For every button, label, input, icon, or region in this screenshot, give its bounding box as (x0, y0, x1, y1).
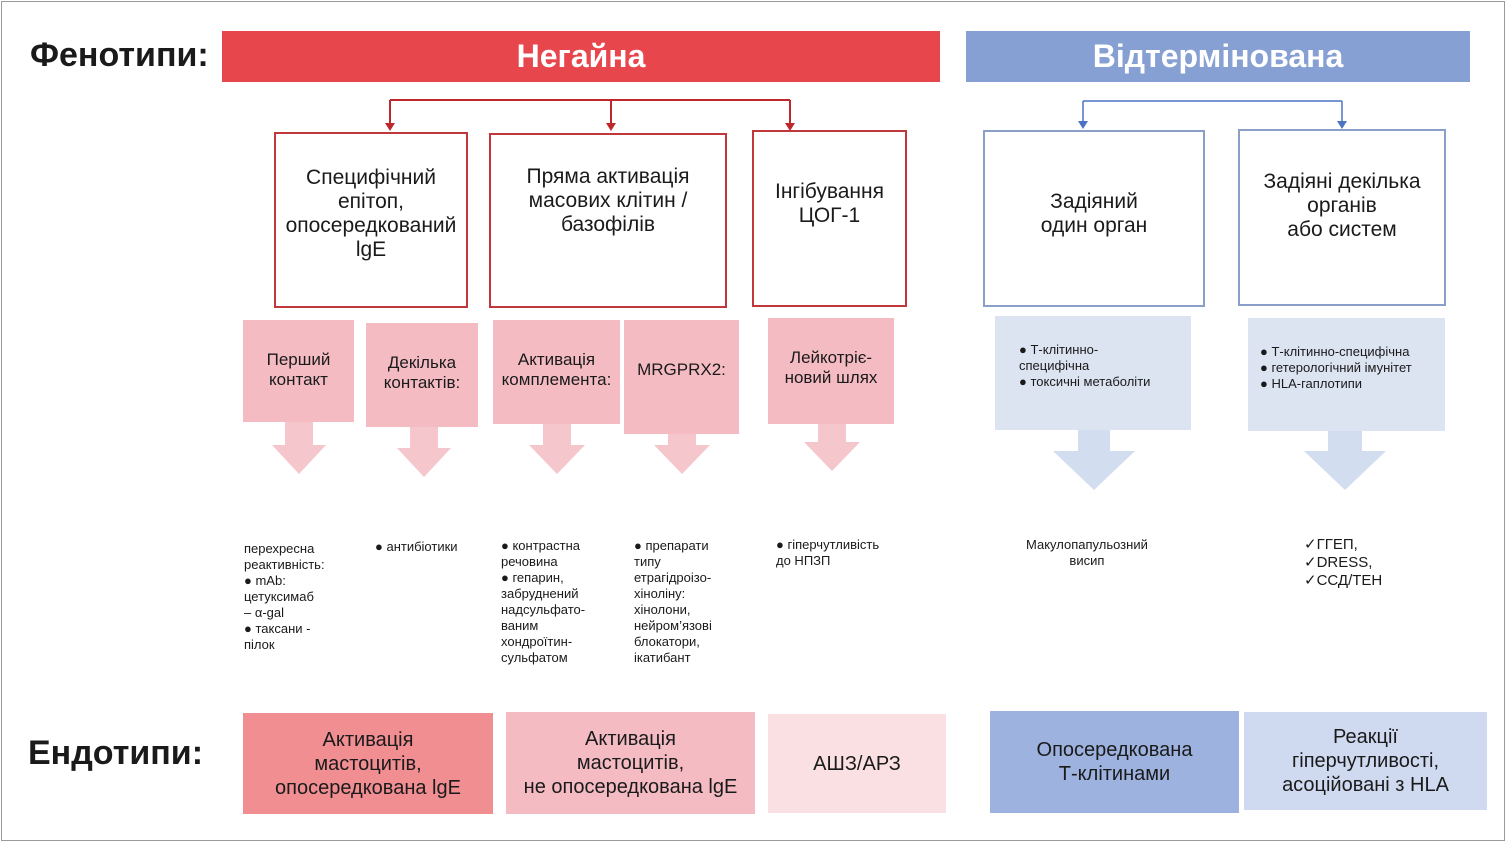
phenotypes-label: Фенотипи: (30, 36, 209, 74)
endotype-ige-mast-cell: Активація мастоцитів, опосередкована lgE (243, 713, 493, 814)
tile-single-organ-factors: ● Т-клітинно- специфічна ● токсичні мета… (995, 316, 1191, 430)
examples-tetrahydroisoquinoline: ● препарати типу етрагідроізо- хіноліну:… (634, 538, 712, 665)
pathway-leukotriene: Лейкотріє- новий шлях (768, 318, 894, 424)
examples-contrast-heparin: ● контрастна речовина ● гепарин, забрудн… (501, 538, 586, 665)
endotypes-label: Ендотипи: (28, 734, 204, 772)
blue-down-arrows (1053, 428, 1386, 490)
examples-cross-reactivity: перехресна реактивність: ● mAb: цетуксим… (244, 541, 325, 652)
banner-delayed: Відтермінована (966, 31, 1470, 82)
examples-maculopapular-rash: Макулопапульозний висип (1026, 537, 1148, 568)
bullet-t-cell-specific: ● Т-клітинно-специфічна (1260, 344, 1410, 359)
tile-multi-organ-factors: ● Т-клітинно-специфічна ● гетерологічний… (1248, 318, 1445, 431)
endotype-hla-associated: Реакції гіперчутливості, асоційовані з H… (1244, 712, 1487, 810)
immediate-arrowheads (385, 123, 795, 131)
pathway-complement-activation: Активація комплемента: (493, 320, 620, 424)
mechanism-cox1-inhibition: Інгібування ЦОГ-1 (752, 130, 907, 307)
mechanism-ige-epitope: Специфічний епітоп, опосередкований lgE (274, 132, 468, 308)
endotype-t-cell-mediated: Опосередкована Т-клітинами (990, 711, 1239, 813)
endotype-aerd: АШЗ/АРЗ (768, 714, 946, 813)
immediate-connectors (389, 99, 791, 124)
bullet-heterologous-immunity: ● гетерологічний імунітет (1260, 360, 1412, 375)
delayed-connectors (1082, 100, 1343, 122)
pink-down-arrows (272, 418, 860, 477)
endotype-non-ige-mast-cell: Активація мастоцитів, не опосередкована … (506, 712, 755, 814)
delayed-arrowheads (1078, 121, 1347, 129)
pathway-mrgprx2: MRGPRX2: (624, 320, 739, 434)
mechanism-direct-mast-cell-activation: Пряма активація масових клітин / базофіл… (489, 133, 727, 308)
mechanism-multiple-organs: Задіяні декілька органів або систем (1238, 129, 1446, 306)
bullet-t-cell-specific: ● Т-клітинно- специфічна (1019, 342, 1099, 373)
banner-immediate: Негайна (222, 31, 940, 82)
bullet-toxic-metabolites: ● токсичні метаболіти (1019, 374, 1151, 389)
examples-nsaid-hypersensitivity: ● гіперчутливість до НПЗП (776, 537, 880, 568)
bullet-hla-haplotypes: ● HLA-гаплотипи (1260, 376, 1363, 391)
pathway-first-contact: Перший контакт (243, 320, 354, 422)
examples-dress-sjs-ten: ✓ГГЕП, ✓DRESS, ✓ССД/ТЕН (1304, 536, 1383, 589)
pathway-multiple-contacts: Декілька контактів: (366, 323, 478, 427)
examples-antibiotics: ● антибіотики (375, 539, 458, 554)
mechanism-single-organ: Задіяний один орган (983, 130, 1205, 307)
